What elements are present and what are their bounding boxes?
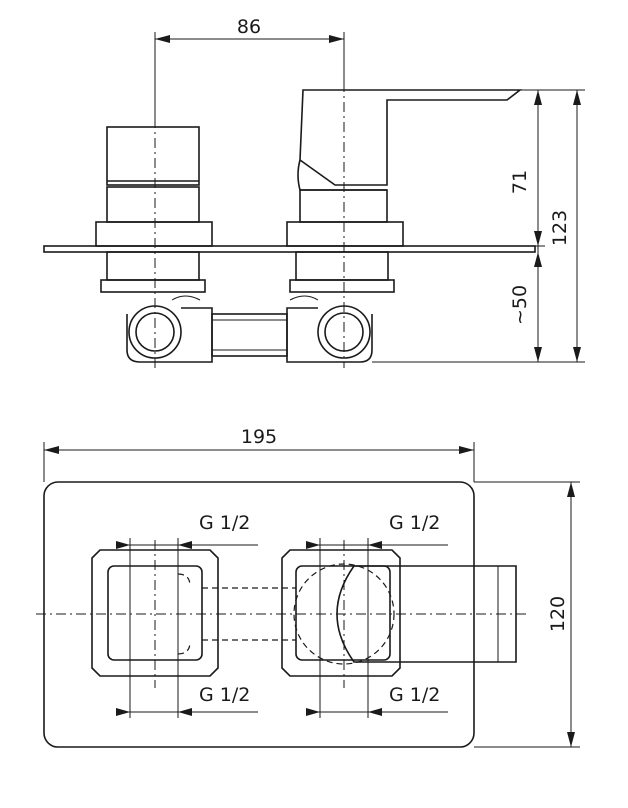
valve-body bbox=[100, 251, 395, 363]
left-knob bbox=[95, 126, 213, 247]
thread-label-bottom-right: G 1/2 bbox=[389, 684, 440, 706]
dimension-lower-label: ~50 bbox=[509, 285, 531, 325]
thread-callout-top-right: G 1/2 bbox=[306, 512, 448, 566]
dimension-spacing-label: 86 bbox=[237, 16, 261, 38]
right-lever-top bbox=[281, 549, 517, 677]
right-lever bbox=[286, 89, 523, 247]
dimension-height: 120 bbox=[474, 481, 580, 748]
dimension-heights: 71 ~50 123 bbox=[372, 89, 585, 363]
dimension-width-label: 195 bbox=[241, 426, 277, 448]
top-view: 195 120 G 1/2 G 1/2 bbox=[36, 426, 580, 748]
dimension-total-label: 123 bbox=[549, 210, 571, 246]
thread-callout-bottom-right: G 1/2 bbox=[306, 660, 448, 718]
cover-plate bbox=[43, 245, 536, 253]
dimension-upper-label: 71 bbox=[509, 170, 531, 194]
thread-callout-top-left: G 1/2 bbox=[116, 512, 258, 566]
front-view: 86 71 ~50 123 bbox=[43, 16, 585, 368]
thread-label-top-right: G 1/2 bbox=[389, 512, 440, 534]
thread-label-bottom-left: G 1/2 bbox=[199, 684, 250, 706]
dimension-width: 195 bbox=[43, 426, 475, 482]
thread-callout-bottom-left: G 1/2 bbox=[116, 660, 258, 718]
thread-label-top-left: G 1/2 bbox=[199, 512, 250, 534]
dimension-height-label: 120 bbox=[547, 596, 569, 632]
dimension-spacing: 86 bbox=[154, 16, 345, 118]
